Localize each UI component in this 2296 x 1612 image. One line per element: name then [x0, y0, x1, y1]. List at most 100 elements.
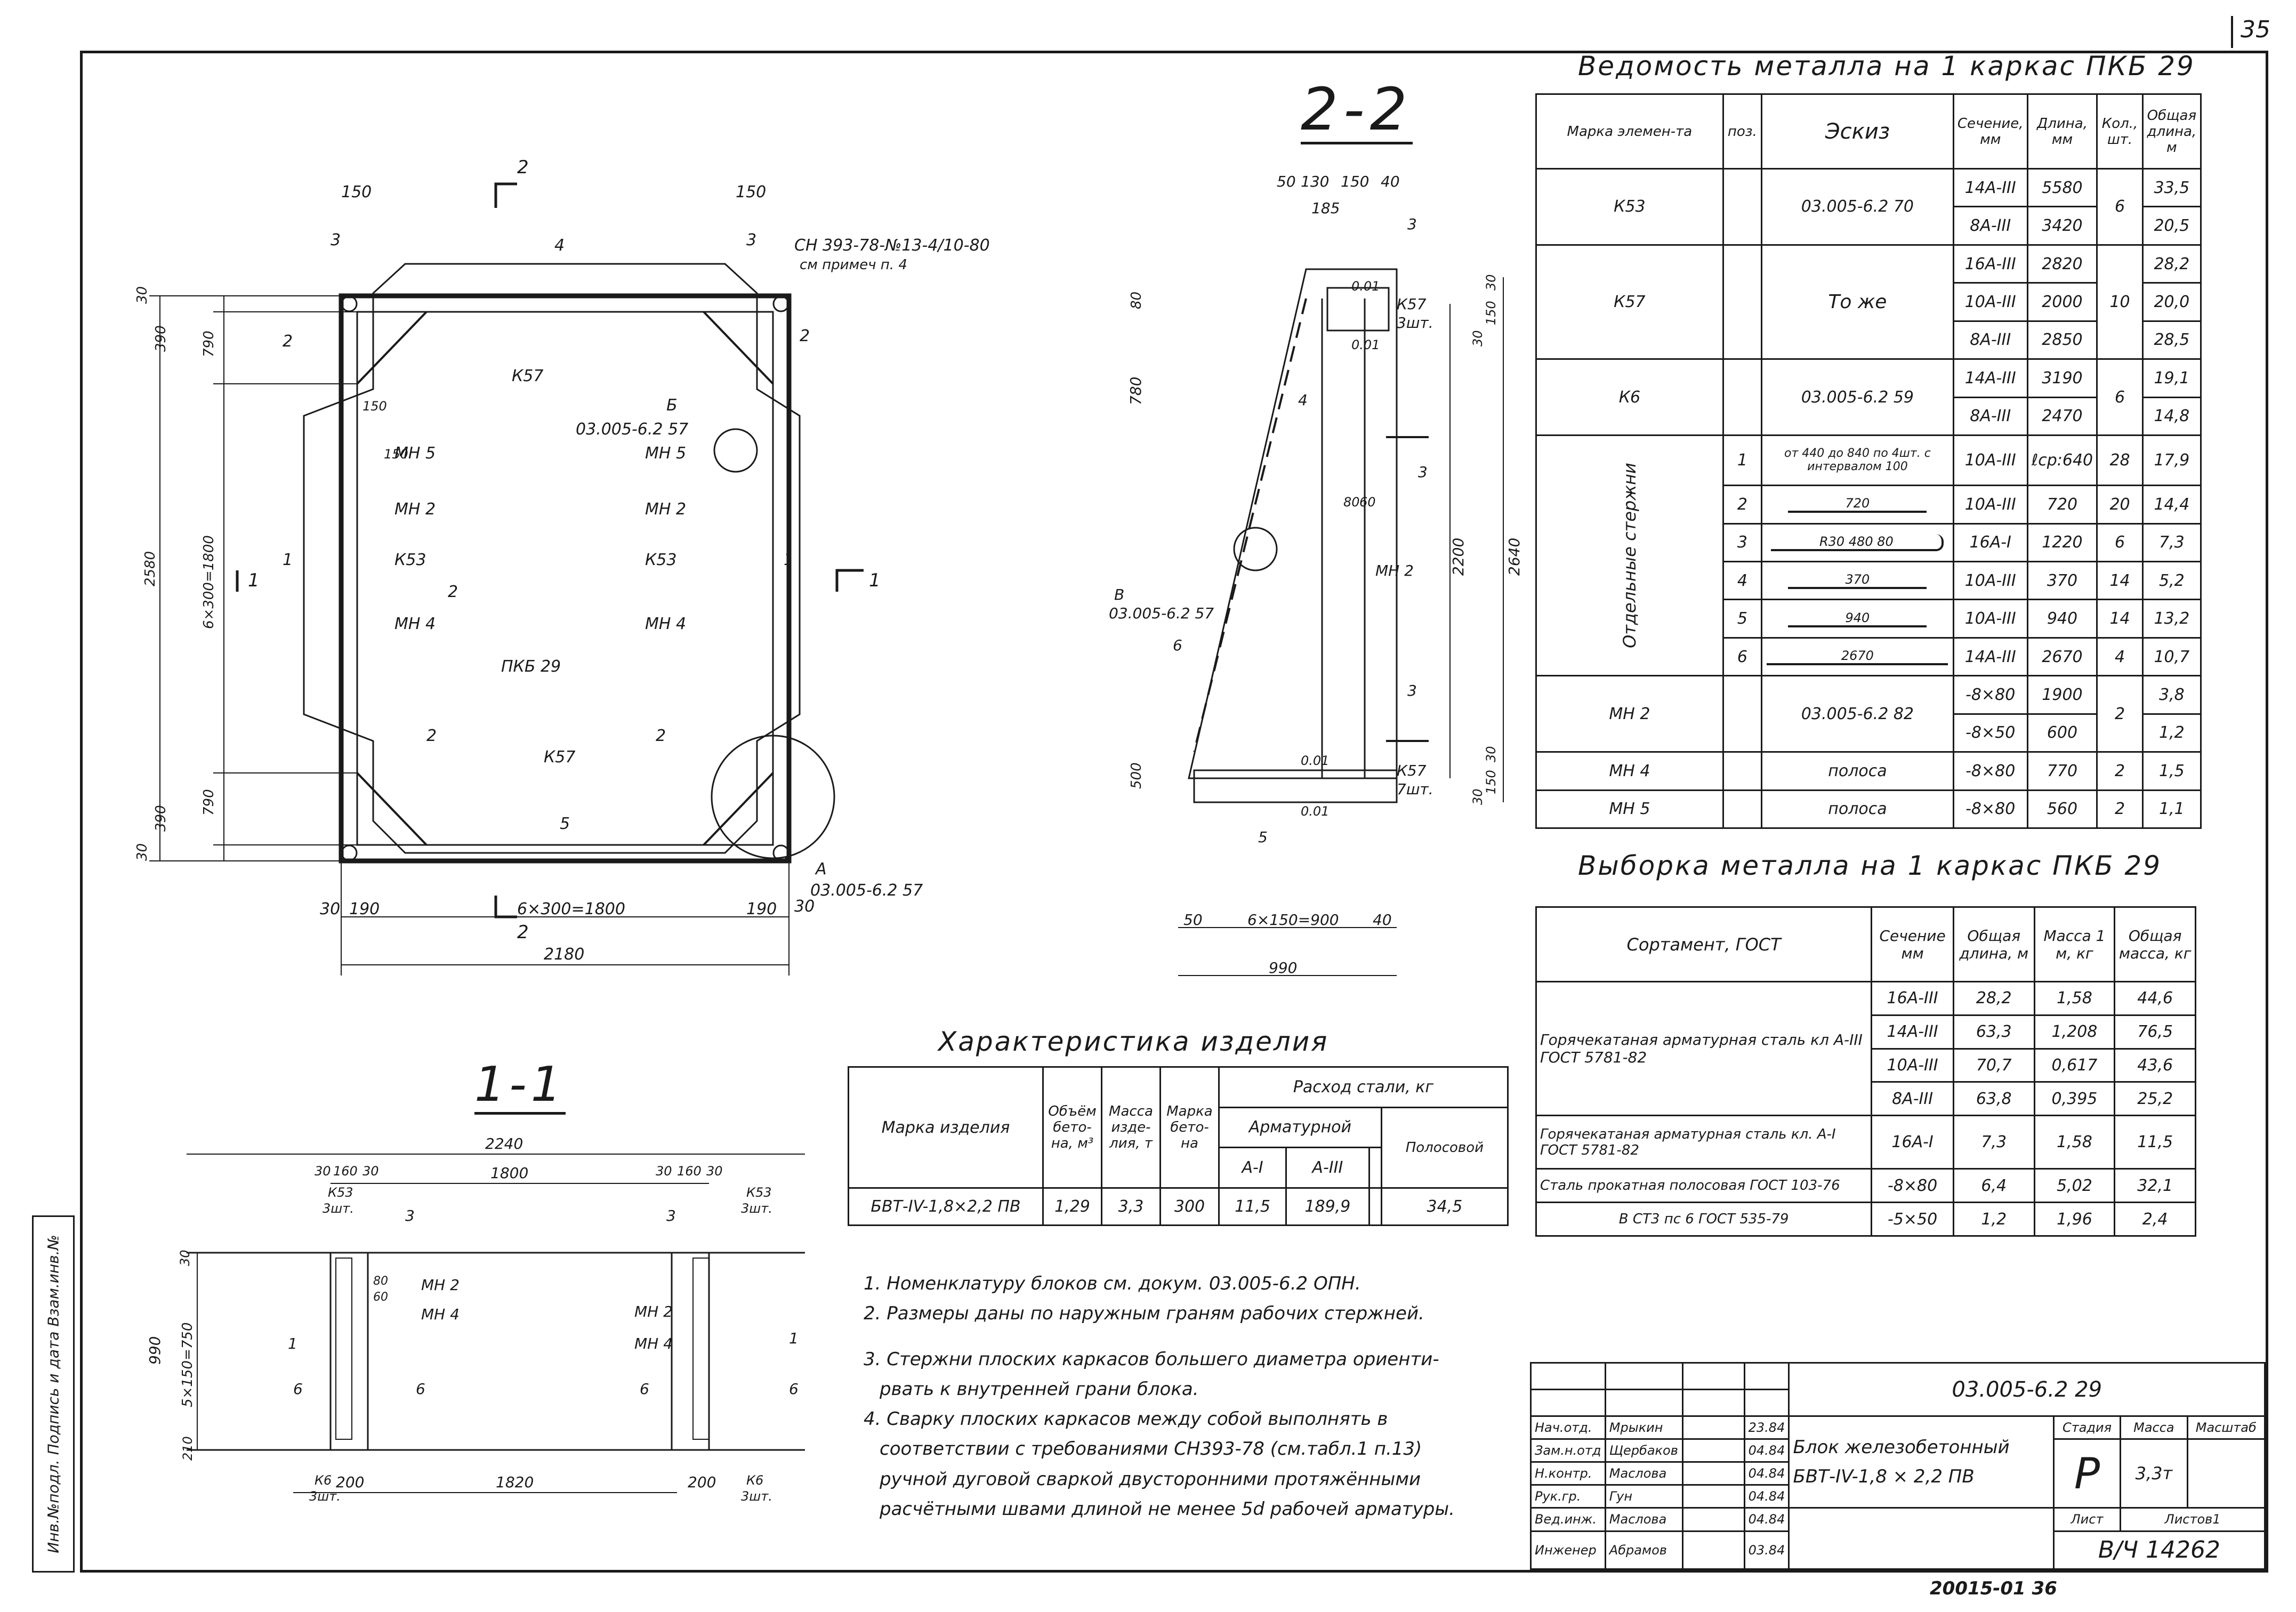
sel-cell: 10А-III [1871, 1047, 1954, 1083]
s22-rdim-150b: 150 [1484, 770, 1499, 794]
ml-len: 5580 [2026, 167, 2098, 208]
ml-len: 3190 [2026, 358, 2098, 398]
char-row-mark: БВТ-IV-1,8×2,2 ПВ [848, 1187, 1044, 1226]
s22-rdim-30d: 30 [1470, 788, 1485, 805]
s22-dim-50: 50 [1277, 173, 1296, 190]
s11-bdim-200a: 200 [336, 1473, 364, 1491]
s22-label-5: 5 [1258, 828, 1268, 846]
ml-sec: 10А-III [1952, 282, 2028, 322]
char-row-mass: 3,3 [1101, 1187, 1161, 1226]
sel-cell: 0,617 [2033, 1047, 2116, 1083]
s22-bdim-990: 990 [1269, 959, 1297, 977]
note-line: расчётными швами длиной не менее 5d рабо… [880, 1498, 1455, 1520]
plan-callout-top: СН 393-78-№13-4/10-80 [794, 236, 990, 255]
ml-total: 28,2 [2141, 244, 2202, 284]
section-2-2-drawing: 50 130 150 40 185 3 4 3 3 5 6 К57 3шт. К… [1109, 171, 1546, 1002]
tb-name: Маслова [1604, 1507, 1684, 1532]
s22-ldim-780: 780 [1127, 377, 1145, 405]
tb-name: Щербаков [1604, 1438, 1684, 1463]
ml-sec: 10А-III [1952, 434, 2028, 487]
plan-label-mn4-right: МН 4 [645, 615, 686, 633]
ml-sketch-bar: 940 [1788, 610, 1927, 627]
tb-role: Вед.инж. [1530, 1507, 1606, 1532]
ml-sketch: от 440 до 840 по 4шт. с интервалом 100 [1760, 434, 1954, 487]
plan-cut-1-right: 1 [869, 570, 881, 591]
char-head-blank [1368, 1147, 1382, 1189]
ml-sec: -8×80 [1952, 751, 2028, 791]
side-strip-text: Инв.№подл. Подпись и дата Взам.инв.№ [44, 1235, 62, 1553]
s11-ldim-990: 990 [146, 1336, 164, 1365]
s22-weld-2: 0.01 [1351, 337, 1380, 352]
note-line: 2. Размеры даны по наружным граням рабоч… [864, 1303, 1424, 1325]
ml-total: 20,5 [2141, 206, 2202, 246]
char-row-a3: 189,9 [1285, 1187, 1370, 1226]
tb-role: Н.контр. [1530, 1461, 1606, 1486]
s22-ldim-500: 500 [1129, 762, 1145, 789]
plan-label-pkb29: ПКБ 29 [501, 657, 561, 676]
s22-rdim-2200: 2200 [1449, 538, 1467, 576]
tb-date: 03.84 [1743, 1530, 1790, 1570]
ml-len: 1900 [2026, 675, 2098, 715]
ml-total: 10,7 [2141, 636, 2202, 677]
ml-total: 14,8 [2141, 396, 2202, 436]
plan-dim-left-390b: 390 [153, 805, 169, 832]
s11-label-6c: 6 [640, 1380, 649, 1398]
ml-qty: 10 [2096, 244, 2144, 360]
ml-sec: 8А-III [1952, 206, 2028, 246]
ml-len: 3420 [2026, 206, 2098, 246]
plan-dim-bottom-190b: 190 [746, 900, 777, 918]
ml-len: 600 [2026, 713, 2098, 753]
sel-cell: -5×50 [1871, 1202, 1954, 1237]
s11-dim-1800: 1800 [490, 1164, 528, 1182]
note-line: рвать к внутренней грани блока. [880, 1379, 1199, 1400]
ml-sketch: 2670 [1760, 636, 1954, 677]
s11-label-3sht-left: 3шт. [323, 1201, 354, 1216]
sel-cell: 11,5 [2114, 1115, 2196, 1170]
section22-svg: 50 130 150 40 185 3 4 3 3 5 6 К57 3шт. К… [1109, 173, 1523, 977]
s22-dim-80: 80 [1343, 495, 1360, 510]
s11-bdim-200b: 200 [688, 1473, 716, 1491]
plan-label-mn2-right: МН 2 [645, 500, 686, 519]
s11-label-mn4-right: МН 4 [634, 1335, 673, 1352]
tb-date: 04.84 [1743, 1507, 1790, 1532]
note-line: ручной дуговой сваркой двусторонними про… [880, 1468, 1421, 1490]
note-line: 4. Сварку плоских каркасов между собой в… [864, 1408, 1388, 1430]
char-head-concrete: Марка бето-на [1159, 1066, 1220, 1189]
s22-weld-4: 0.01 [1301, 804, 1329, 819]
ml-qty: 14 [2096, 560, 2144, 601]
ml-total: 17,9 [2141, 434, 2202, 487]
s11-dim-80: 80 [373, 1275, 388, 1288]
ml-mark: МН 4 [1535, 751, 1724, 791]
ml-sketch-hook: R30 480 80 [1771, 534, 1944, 551]
plan-dim-inner-150a: 150 [362, 399, 387, 414]
tb-role: Рук.гр. [1530, 1484, 1606, 1509]
sel-head-length: Общая длина, м [1952, 906, 2035, 982]
ml-sketch-bar: 370 [1788, 572, 1927, 590]
sel-cell: 8А-III [1871, 1081, 1954, 1117]
sel-cell: 43,6 [2114, 1047, 2196, 1083]
plan-label-mn2-left: МН 2 [394, 500, 436, 519]
tb-name: Гун [1604, 1484, 1684, 1509]
sel-cell: 1,2 [1952, 1202, 2035, 1237]
s22-ldim-80: 80 [1129, 292, 1145, 309]
plan-dim-bottom-6x300: 6×300=1800 [517, 900, 625, 918]
sel-group-name: Сталь прокатная полосовая ГОСТ 103-76 [1535, 1168, 1873, 1204]
s11-dim-160b: 160 [677, 1164, 702, 1179]
plan-dim-bottom-30a: 30 [320, 900, 340, 918]
ml-head-pos: поз. [1722, 93, 1762, 170]
page-number: 35 [2231, 16, 2274, 48]
s11-dim-60: 60 [373, 1291, 388, 1304]
ml-len: 2820 [2026, 244, 2098, 284]
ml-sketch: 370 [1760, 560, 1954, 601]
sel-cell: 1,58 [2033, 981, 2116, 1016]
char-head-steel: Расход стали, кг [1218, 1066, 1509, 1108]
ml-pos [1722, 751, 1762, 791]
plan-dim-bottom-30b: 30 [794, 897, 815, 916]
ml-qty: 6 [2096, 168, 2144, 246]
plan-label-k53-right: К53 [645, 551, 676, 569]
plan-pos-2-right: 2 [800, 327, 810, 345]
tb-sheets-label: Листов1 [2120, 1507, 2266, 1532]
s22-label-6: 6 [1173, 636, 1182, 654]
plan-pos-2-br: 2 [656, 727, 666, 745]
sel-cell: 1,58 [2033, 1115, 2116, 1170]
